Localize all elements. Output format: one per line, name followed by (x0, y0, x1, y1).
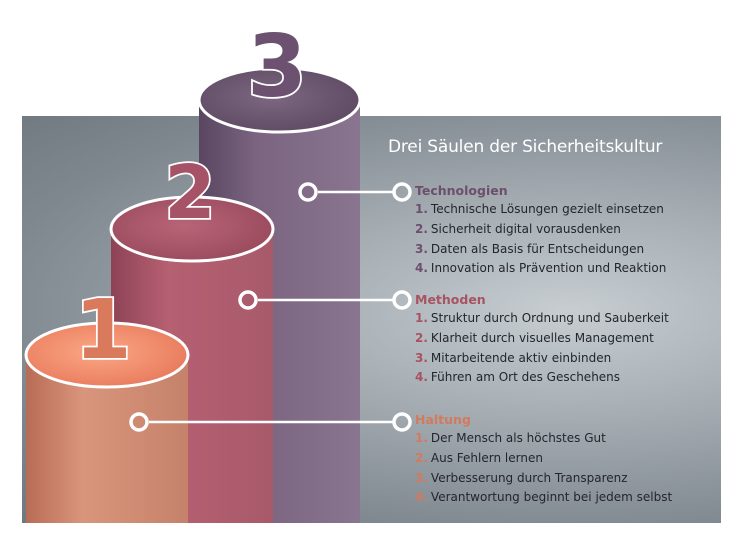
item-number: 4. (415, 370, 428, 385)
item-text: Mitarbeitende aktiv einbinden (430, 350, 612, 365)
item-number: 4. (415, 490, 428, 505)
list-item: 2.Aus Fehlern lernen (415, 449, 715, 469)
pillar-3-number: 3 (247, 17, 307, 117)
connector-haltung (129, 412, 412, 432)
item-number: 2. (415, 450, 428, 465)
list-item: 1.Struktur durch Ordnung und Sauberkeit (415, 309, 715, 329)
list-item: 3.Verbesserung durch Transparenz (415, 469, 715, 489)
pillar-3: 3 (197, 15, 362, 523)
item-text: Verantwortung beginnt bei jedem selbst (430, 490, 673, 505)
item-text: Klarheit durch visuelles Management (430, 330, 654, 345)
connector-methoden (238, 290, 412, 310)
item-number: 1. (415, 202, 428, 216)
list-item: 3.Daten als Basis für Entscheidungen (415, 240, 715, 260)
list-item: 4.Verantwortung beginnt bei jedem selbst (415, 488, 715, 508)
item-number: 2. (415, 221, 428, 236)
item-number: 3. (415, 470, 428, 485)
item-text: Innovation als Prävention und Reaktion (430, 261, 667, 276)
section-methoden: Methoden 1.Struktur durch Ordnung und Sa… (415, 291, 715, 388)
item-number: 1. (415, 311, 428, 325)
pillar-1: 1 (24, 281, 190, 523)
section-haltung: Haltung 1.Der Mensch als höchstes Gut 2.… (415, 411, 715, 508)
list-item: 2.Klarheit durch visuelles Management (415, 329, 715, 349)
item-number: 3. (415, 350, 428, 365)
list-item: 3.Mitarbeitende aktiv einbinden (415, 349, 715, 369)
list-item: 2.Sicherheit digital vorausdenken (415, 220, 715, 240)
section-technologien: Technologien 1.Technische Lösungen gezie… (415, 182, 715, 279)
item-text: Technische Lösungen gezielt einsetzen (430, 202, 664, 216)
item-text: Aus Fehlern lernen (430, 450, 543, 465)
section-heading: Haltung (415, 412, 471, 427)
section-heading: Methoden (415, 292, 486, 307)
list-item: 4.Führen am Ort des Geschehens (415, 368, 715, 388)
item-text: Struktur durch Ordnung und Sauberkeit (430, 311, 669, 325)
item-text: Sicherheit digital vorausdenken (430, 221, 621, 236)
section-heading: Technologien (415, 183, 508, 198)
item-number: 1. (415, 431, 428, 445)
item-text: Verbesserung durch Transparenz (430, 470, 628, 485)
pillar-1-number: 1 (74, 283, 131, 378)
connector-technologien (298, 182, 412, 202)
item-text: Der Mensch als höchstes Gut (430, 431, 606, 445)
item-number: 3. (415, 241, 428, 256)
item-text: Führen am Ort des Geschehens (430, 370, 621, 385)
item-number: 2. (415, 330, 428, 345)
list-item: 1.Der Mensch als höchstes Gut (415, 429, 715, 449)
diagram-title: Drei Säulen der Sicherheitskultur (388, 137, 663, 157)
item-text: Daten als Basis für Entscheidungen (430, 241, 645, 256)
pillar-2-number: 2 (164, 150, 216, 236)
list-item: 1.Technische Lösungen gezielt einsetzen (415, 200, 715, 220)
list-item: 4.Innovation als Prävention und Reaktion (415, 259, 715, 279)
item-number: 4. (415, 261, 428, 276)
